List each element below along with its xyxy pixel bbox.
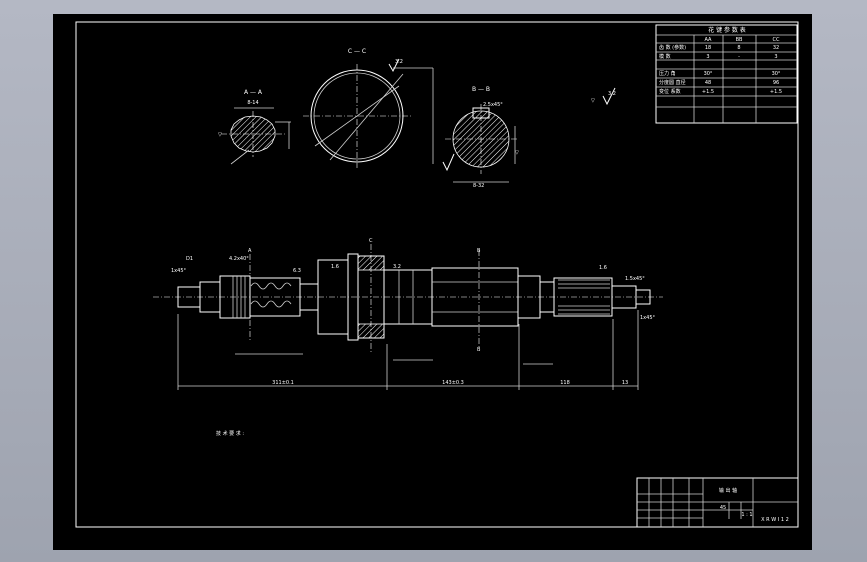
svg-text:2.5x45°: 2.5x45° (483, 102, 503, 108)
svg-text:3.2: 3.2 (608, 91, 616, 97)
title-block: 输 出 轴 45 1 : 1 X R W I 1 2 (636, 477, 799, 528)
param-table-header: CC (773, 37, 780, 43)
svg-text:▽: ▽ (591, 98, 595, 104)
spline-a (232, 276, 292, 318)
svg-text:8-14: 8-14 (247, 100, 258, 106)
svg-text:8-32: 8-32 (473, 183, 484, 189)
svg-text:▽: ▽ (515, 150, 519, 156)
param-table-cell: - (738, 54, 740, 60)
dim-118: 118 (560, 380, 570, 386)
svg-text:3.2: 3.2 (395, 59, 403, 65)
dim-311: 311±0.1 (272, 380, 294, 386)
param-table-cell: 模 数 (659, 53, 671, 60)
svg-text:3.2: 3.2 (393, 264, 401, 270)
dim-143: 143±0.3 (442, 380, 464, 386)
drawing-sheet[interactable]: 花 键 参 数 表 AA BB CC 齿 数 (参数) 18 8 32 模 数 … (53, 14, 812, 550)
section-mark-a: A (248, 248, 252, 254)
param-table-cell: 32 (773, 45, 779, 51)
spline-parameter-table: 花 键 参 数 表 AA BB CC 齿 数 (参数) 18 8 32 模 数 … (655, 24, 798, 124)
svg-text:D1: D1 (186, 256, 193, 262)
svg-text:1.6: 1.6 (331, 264, 339, 270)
scale: 1 : 1 (741, 512, 752, 518)
cad-drawing: 花 键 参 数 表 AA BB CC 齿 数 (参数) 18 8 32 模 数 … (75, 21, 799, 528)
section-bb-view: B — B 2.5x45° ▽ 8-32 (442, 86, 519, 189)
dim-13: 13 (622, 380, 628, 386)
section-bb-label: B — B (472, 86, 490, 93)
param-table-cell: +1.5 (770, 89, 782, 95)
svg-text:1.6: 1.6 (599, 265, 607, 271)
param-table-cell: 48 (705, 80, 711, 86)
param-table-title: 花 键 参 数 表 (708, 26, 746, 34)
svg-text:▽: ▽ (218, 132, 222, 138)
section-cc-label: C — C (348, 48, 366, 55)
param-table-cell: 18 (705, 45, 711, 51)
section-aa-label: A — A (244, 89, 263, 96)
param-table-cell: 30° (772, 71, 781, 77)
param-table-header: BB (736, 37, 743, 43)
section-cc-view: C — C 3.2 (303, 48, 434, 168)
svg-text:1x45°: 1x45° (640, 315, 656, 321)
svg-text:6.3: 6.3 (293, 268, 301, 274)
svg-text:1x45°: 1x45° (171, 268, 187, 274)
part-name: 输 出 轴 (719, 487, 737, 494)
param-table-cell: 30° (704, 71, 713, 77)
section-mark-c: C (369, 238, 373, 244)
param-table-cell: 变位 系数 (659, 88, 681, 95)
tech-requirements-label: 技 术 要 求 : (216, 430, 244, 437)
param-table-cell: 3 (774, 54, 777, 60)
param-table-cell: 齿 数 (参数) (659, 44, 686, 51)
param-table-cell: 3 (706, 54, 709, 60)
drawing-frame (75, 21, 799, 528)
material: 45 (720, 505, 726, 511)
section-aa-view: A — A 8-14 ▽ (218, 89, 291, 165)
param-table-cell: 压力 角 (659, 70, 676, 77)
param-table-cell: +1.5 (702, 89, 714, 95)
param-table-cell: 分度圆 直径 (659, 79, 686, 86)
param-table-cell: 96 (773, 80, 779, 86)
param-table-cell: 8 (737, 45, 740, 51)
shaft-main-view: A C B B 1x45° D1 4.2x40° 1.5x45° 1x45° 6… (153, 238, 663, 390)
param-table-header: AA (705, 37, 713, 43)
svg-text:1.5x45°: 1.5x45° (625, 276, 645, 282)
svg-text:4.2x40°: 4.2x40° (229, 256, 249, 262)
svg-text:B: B (477, 347, 481, 353)
section-mark-b: B (477, 248, 481, 254)
global-roughness-symbol: 3.2 ▽ (591, 87, 616, 106)
drawing-number: X R W I 1 2 (761, 517, 789, 523)
